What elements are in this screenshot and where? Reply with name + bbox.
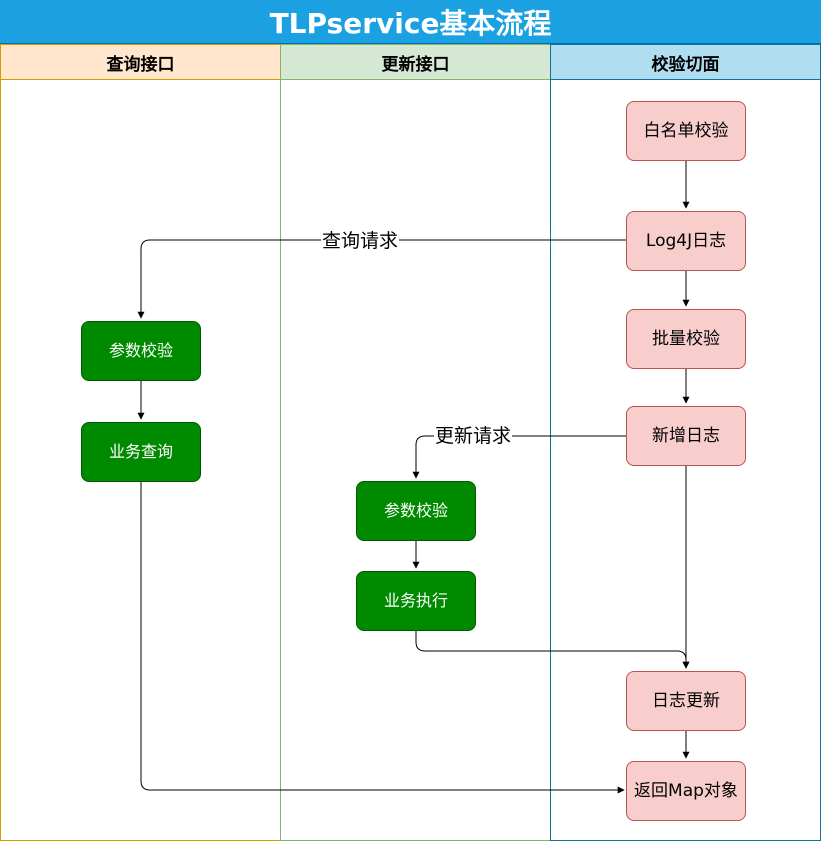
edge-business-exec-to-log-update — [415, 631, 690, 669]
node-business-query: 业务查询 — [81, 422, 201, 482]
lane-header-validation-aspect: 校验切面 — [551, 45, 820, 80]
lane-header-query-interface: 查询接口 — [1, 45, 280, 80]
diagram-title: TLPservice基本流程 — [0, 0, 821, 44]
node-return-map: 返回Map对象 — [626, 761, 746, 821]
edge-business-query-to-return-map — [140, 482, 625, 794]
lane-query-interface: 查询接口 — [0, 44, 281, 841]
edge-label-query-request: 查询请求 — [321, 229, 400, 253]
lane-validation-aspect: 校验切面 — [550, 44, 821, 841]
node-batch-check: 批量校验 — [626, 309, 746, 369]
node-update-param-check: 参数校验 — [356, 481, 476, 541]
edge-label-update-request: 更新请求 — [434, 424, 513, 448]
edge-query-request — [137, 239, 626, 319]
lane-header-update-interface: 更新接口 — [281, 45, 550, 80]
node-business-exec: 业务执行 — [356, 571, 476, 631]
node-log4j-log: Log4J日志 — [626, 211, 746, 271]
node-query-param-check: 参数校验 — [81, 321, 201, 381]
node-add-log: 新增日志 — [626, 406, 746, 466]
edge-update-request — [412, 435, 626, 479]
node-whitelist-check: 白名单校验 — [626, 101, 746, 161]
node-log-update: 日志更新 — [626, 671, 746, 731]
